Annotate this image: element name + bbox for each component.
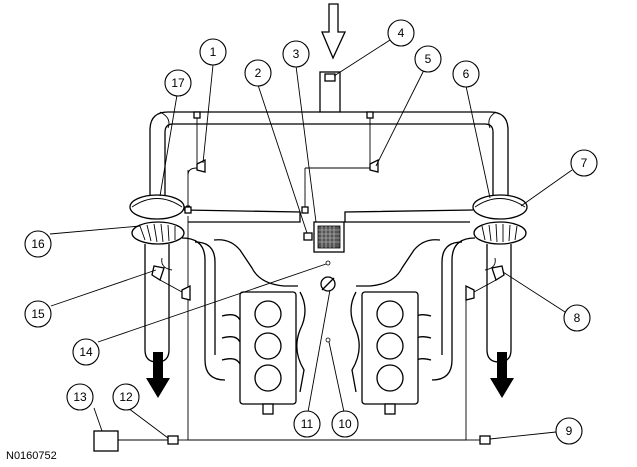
callout-6: 6 <box>452 60 480 88</box>
left-compressor <box>129 194 185 245</box>
module-13 <box>93 430 119 452</box>
callout-5: 5 <box>414 45 442 73</box>
callout-label: 11 <box>301 417 314 431</box>
callout-13: 13 <box>66 383 94 411</box>
callout-label: 12 <box>119 390 133 404</box>
intake-manifold <box>213 239 441 365</box>
callout-label: 14 <box>79 345 93 359</box>
callout-7: 7 <box>570 149 598 177</box>
callout-12: 12 <box>112 383 140 411</box>
callout-label: 1 <box>210 45 217 59</box>
callout-11: 11 <box>293 410 321 438</box>
callout-label: 15 <box>31 307 45 321</box>
figure-id: N0160752 <box>6 450 57 462</box>
connector-9 <box>479 435 491 445</box>
callout-label: 9 <box>566 424 573 438</box>
sensors <box>151 73 505 301</box>
exhaust-arrow-left <box>146 352 170 398</box>
callout-label: 16 <box>31 237 45 251</box>
callout-label: 6 <box>463 67 470 81</box>
callout-label: 13 <box>73 390 87 404</box>
connector-12 <box>167 435 179 445</box>
callout-17: 17 <box>164 69 192 97</box>
callout-1: 1 <box>199 38 227 66</box>
valley-shape <box>296 291 360 393</box>
callout-3: 3 <box>282 40 310 68</box>
callout-label: 5 <box>425 52 432 66</box>
callout-10: 10 <box>331 410 359 438</box>
wiring-harness <box>117 111 480 441</box>
left-cylinder-bank <box>239 291 297 415</box>
callout-4: 4 <box>387 19 415 47</box>
right-cylinder-bank <box>361 291 419 415</box>
callout-9: 9 <box>555 417 583 445</box>
right-compressor <box>472 194 528 245</box>
callout-label: 3 <box>293 47 300 61</box>
leader-lines <box>49 39 573 440</box>
callout-16: 16 <box>24 230 52 258</box>
callout-label: 17 <box>171 76 185 90</box>
callout-label: 7 <box>581 156 588 170</box>
callout-label: 8 <box>574 311 581 325</box>
callout-label: 2 <box>255 66 262 80</box>
sensor-14-dot <box>325 260 331 266</box>
callout-2: 2 <box>244 59 272 87</box>
callout-14: 14 <box>72 338 100 366</box>
throttle-body <box>303 221 345 292</box>
callout-label: 10 <box>338 417 352 431</box>
exhaust-arrow-right <box>490 352 514 398</box>
intake-crossover-tube <box>149 111 509 195</box>
callout-15: 15 <box>24 300 52 328</box>
air-inlet <box>319 3 347 113</box>
callout-8: 8 <box>563 304 591 332</box>
sensor-10-dot <box>325 337 331 343</box>
callout-label: 4 <box>398 26 405 40</box>
